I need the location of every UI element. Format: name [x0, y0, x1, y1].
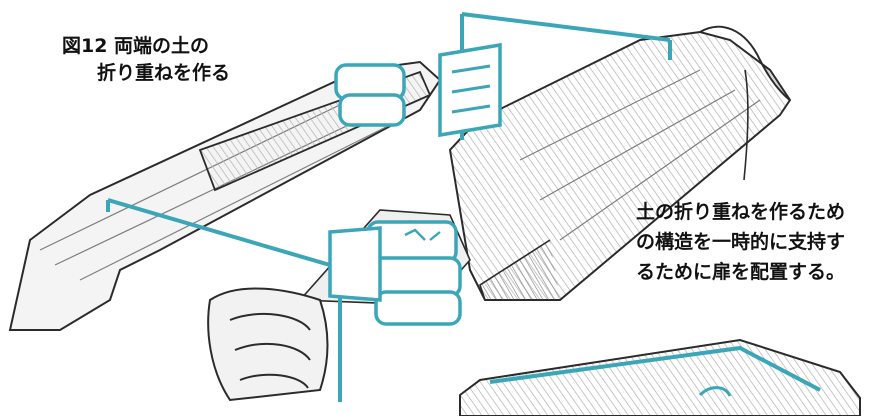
figure-title-line1: 図12 両端の土の: [62, 35, 210, 57]
back-earth-bags: [334, 42, 502, 138]
figure-title-line2: 折り重ねを作る: [97, 62, 231, 84]
figure-caption: 土の折り重ねを作るため の構造を一時的に支持す るために扉を配置する。: [636, 197, 845, 287]
front-earth-bags: [328, 220, 462, 326]
front-earth-edge: [207, 287, 329, 402]
figure-title: 図12 両端の土の 折り重ねを作る: [62, 33, 230, 87]
hanging-string: [743, 69, 749, 181]
caption-line: の構造を一時的に支持す: [636, 231, 846, 253]
right-earth-mound: [448, 25, 792, 301]
caption-line: るために扉を配置する。: [636, 261, 846, 283]
caption-line: 土の折り重ねを作るため: [636, 201, 846, 223]
bottom-right-board: [459, 338, 861, 417]
